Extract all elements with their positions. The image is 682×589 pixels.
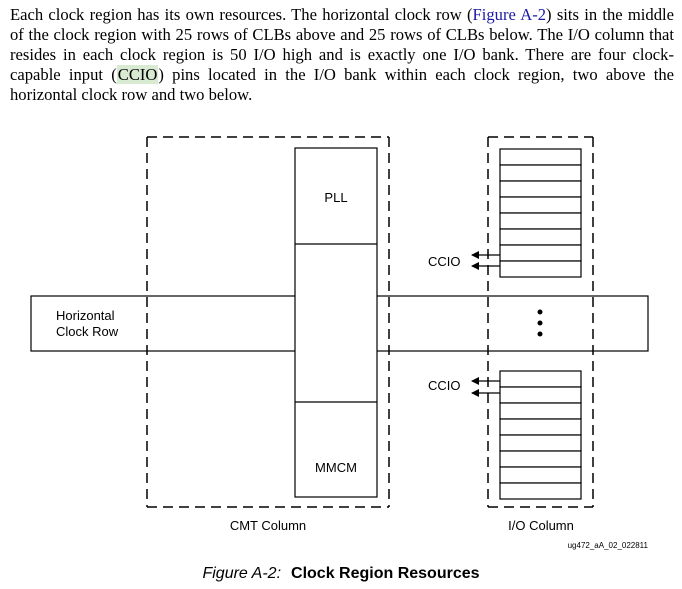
ccio-bottom-label: CCIO [428,378,461,393]
io-cell [499,260,582,278]
figure-link[interactable]: Figure A-2 [472,5,547,24]
io-column-region [487,136,594,508]
paragraph-text-1: Each clock region has its own resources.… [10,5,473,24]
io-cell [499,434,582,452]
io-cell [499,370,582,388]
io-cell [499,482,582,500]
body-paragraph: Each clock region has its own resources.… [10,5,674,105]
io-cell [499,148,582,166]
io-cell [499,244,582,262]
cmt-column-block [294,147,378,498]
figure-id-label: ug472_aA_02_022811 [568,541,649,550]
horizontal-label-line2: Clock Row [56,324,119,339]
caption-number: Figure A-2: [202,565,282,582]
ccio-highlight: CCIO [116,65,159,84]
io-stack-bottom [499,370,582,500]
ccio-bottom-arrows [471,377,500,397]
io-cell [499,180,582,198]
paragraph-text-3: ) pins located in the I/O bank within ea… [10,65,674,104]
pll-label: PLL [324,190,347,205]
io-cell [499,450,582,468]
ccio-top-label: CCIO [428,254,461,269]
horizontal-label-line1: Horizontal [56,308,115,323]
cmt-column-region [146,136,390,508]
mmcm-label: MMCM [315,460,357,475]
io-cell [499,386,582,404]
ellipsis-dots [537,309,543,337]
figure-caption: Figure A-2: Clock Region Resources [0,565,682,583]
io-cell [499,402,582,420]
io-column-label: I/O Column [508,518,574,533]
io-cell [499,196,582,214]
io-cell [499,418,582,436]
io-cell [499,466,582,484]
ccio-top-arrows [471,251,500,270]
io-stack-top [499,148,582,278]
io-cell [499,164,582,182]
caption-title: Clock Region Resources [291,565,480,582]
io-cell [499,228,582,246]
paragraph-text-2: ) sits in the middle of the clock region… [10,5,674,84]
cmt-column-label: CMT Column [230,518,306,533]
io-cell [499,212,582,230]
